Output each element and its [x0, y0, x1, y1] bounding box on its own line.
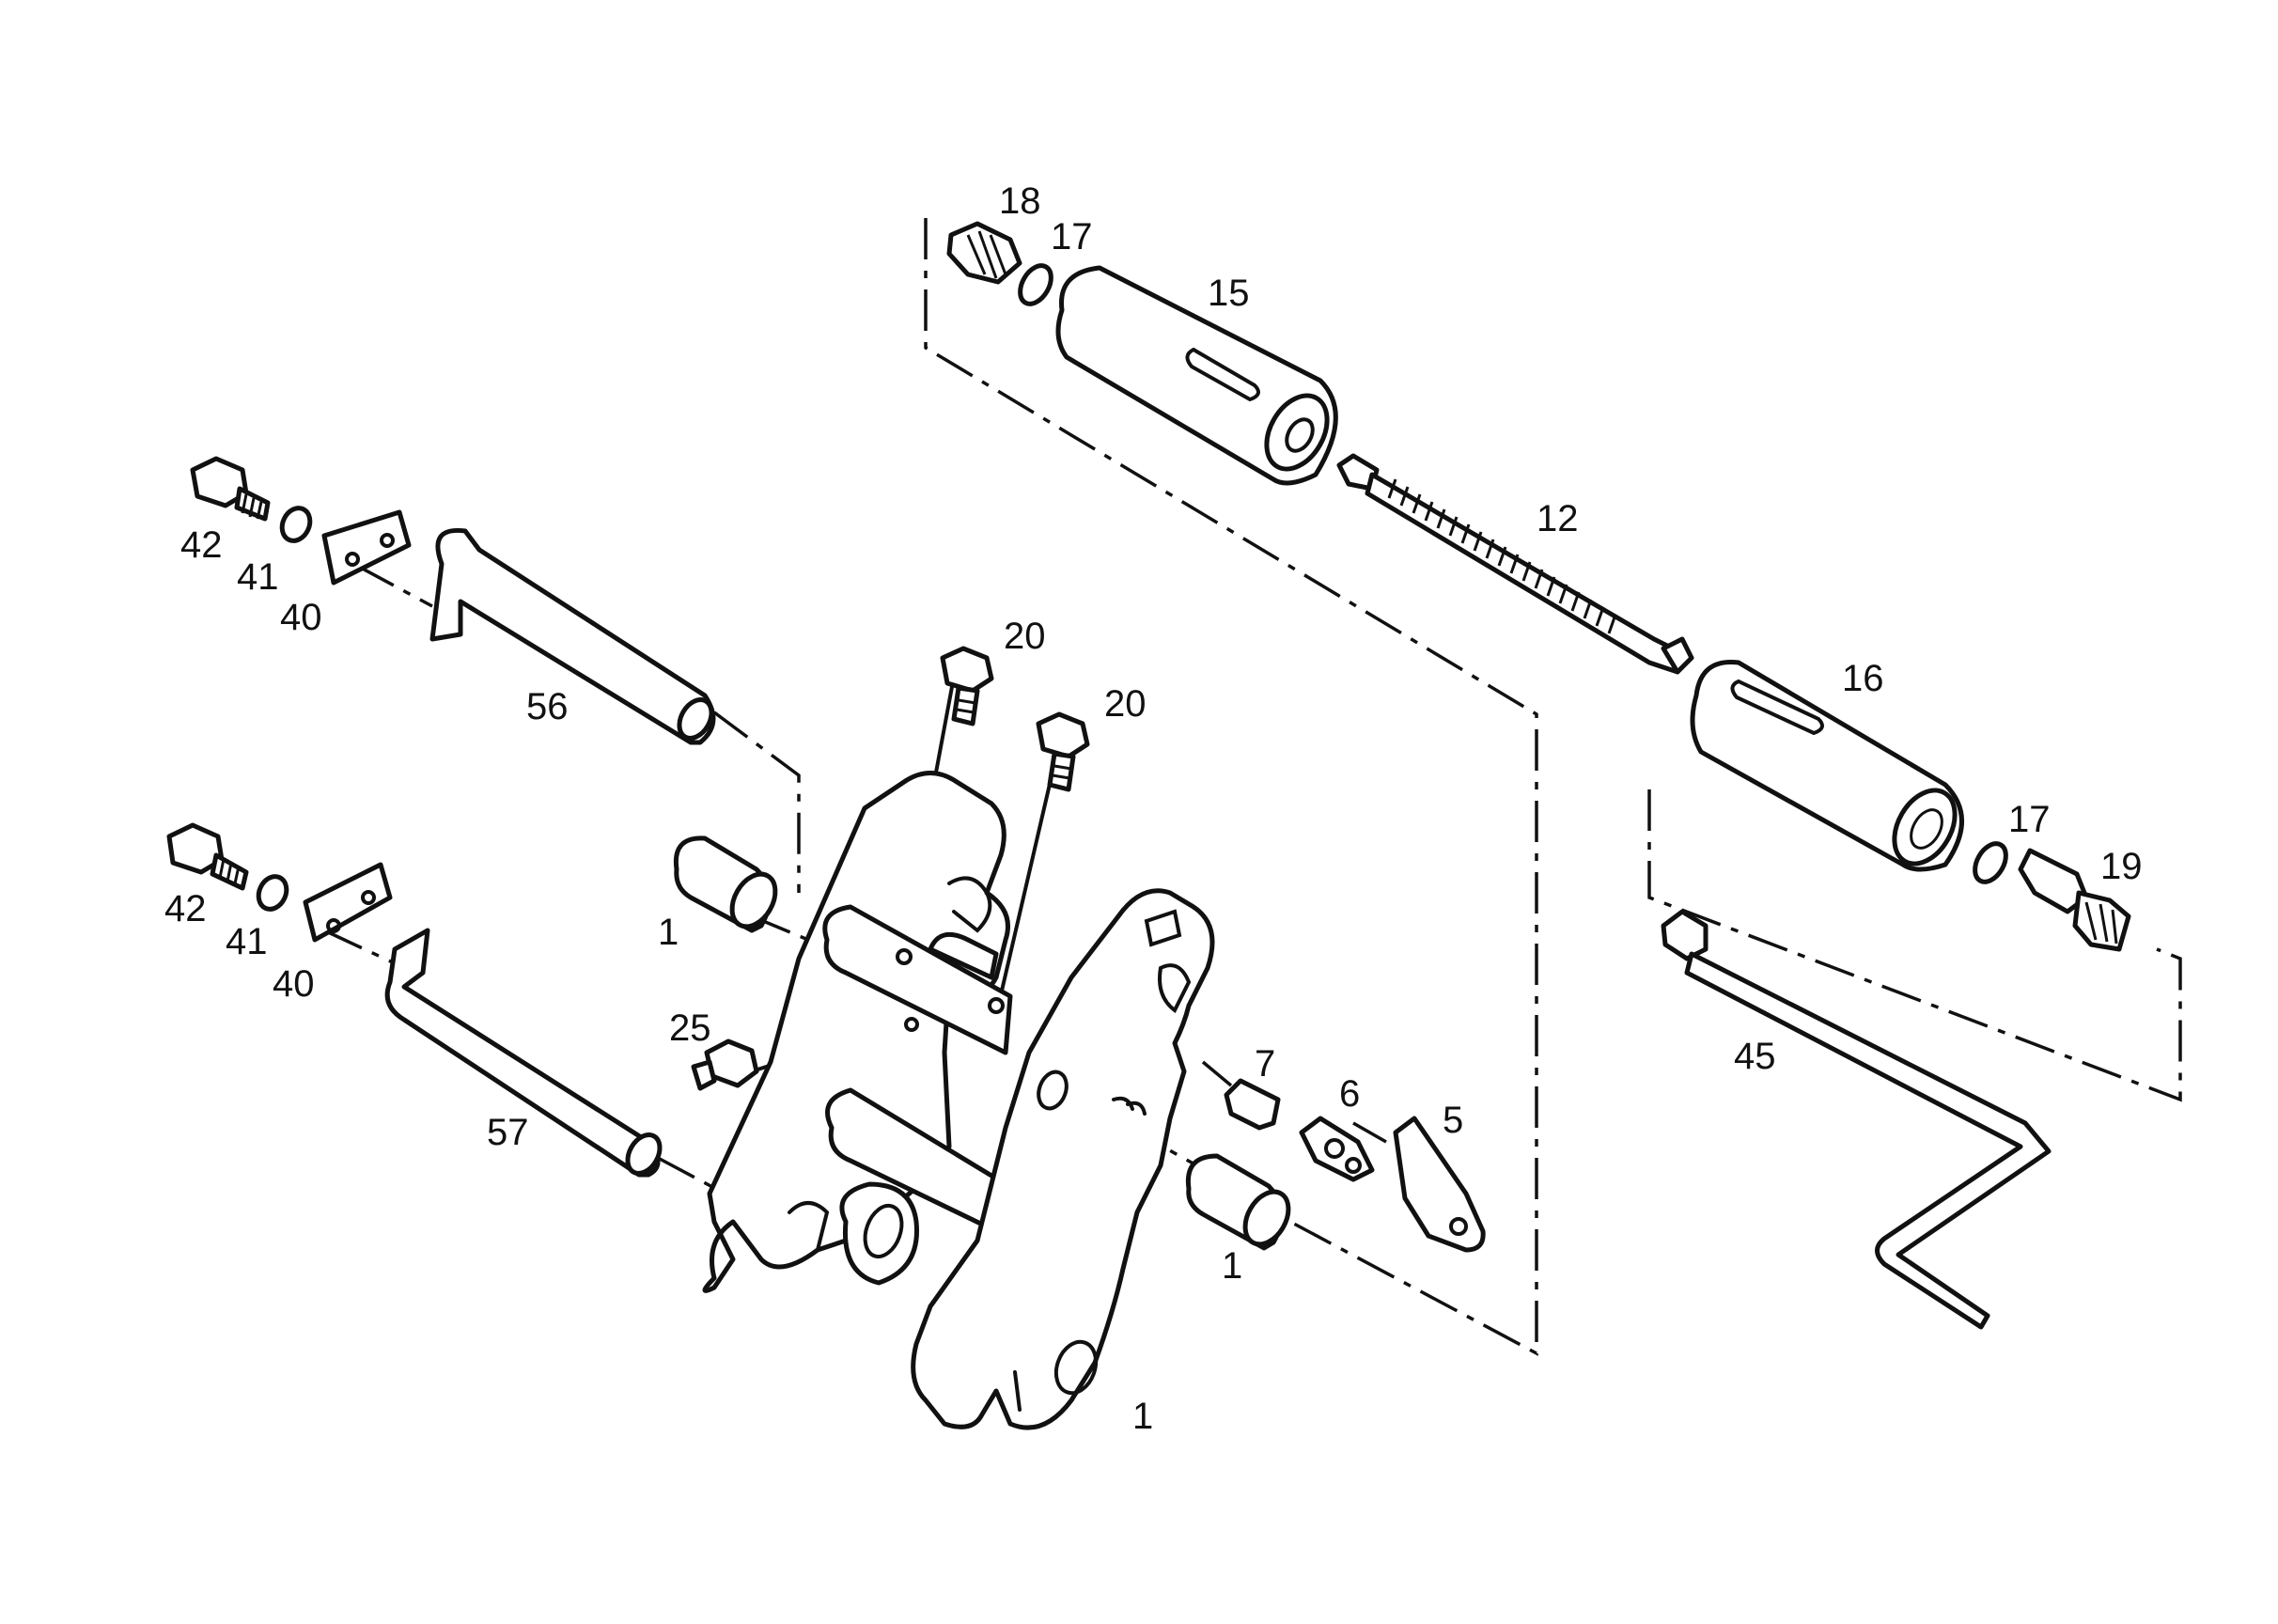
bracket-cross-tubes	[822, 904, 1013, 1286]
label-6: 6	[1339, 1073, 1360, 1115]
label-1-bracket: 1	[1132, 1396, 1153, 1437]
leader-40-top	[356, 564, 433, 608]
label-7: 7	[1255, 1043, 1275, 1085]
part-57-shaft	[384, 928, 663, 1178]
leader-upper-bracket	[924, 218, 1538, 1356]
label-40-top: 40	[280, 597, 322, 638]
part-56-shaft	[429, 527, 716, 745]
part-17-washer-top	[1018, 263, 1053, 306]
part-labels: 18 17 15 12 16 17 19 45 20 20 42 41 40 5…	[164, 180, 2143, 1437]
label-45: 45	[1734, 1036, 1776, 1077]
label-42-bottom: 42	[164, 888, 207, 929]
label-56: 56	[526, 686, 569, 727]
label-12: 12	[1537, 498, 1579, 539]
part-41-washer-bottom	[256, 874, 289, 912]
part-20-bolt-a	[940, 646, 994, 726]
label-16: 16	[1842, 658, 1884, 699]
label-41-bottom: 41	[226, 921, 268, 962]
part-5-lever	[1393, 1116, 1486, 1253]
part-18-plug	[946, 221, 1022, 285]
label-57: 57	[487, 1112, 529, 1153]
part-1-bushing-left	[673, 835, 778, 933]
leader-right-bracket	[1647, 789, 2182, 1102]
label-1-bushing-right: 1	[1222, 1245, 1242, 1287]
part-42-bolt-top	[190, 456, 271, 522]
leader-6-5	[1352, 1121, 1387, 1144]
leader-7	[1201, 1060, 1233, 1087]
leader-40-bottom	[323, 929, 396, 965]
part-41-washer-top	[279, 506, 313, 543]
part-45-crank-handle	[1661, 909, 2052, 1330]
part-1-bushing-right	[1185, 1153, 1291, 1251]
label-40-bottom: 40	[273, 963, 315, 1005]
part-6-latch	[1299, 1116, 1375, 1182]
leader-20b	[994, 778, 1053, 1017]
label-5: 5	[1443, 1100, 1463, 1141]
part-19-fitting	[2018, 848, 2131, 952]
part-25-grease-fitting	[691, 1038, 759, 1091]
part-15-sleeve	[1055, 265, 1338, 486]
part-20-bolt-b	[1036, 711, 1090, 792]
part-7-pin	[1224, 1078, 1281, 1131]
part-17-washer-bottom	[1973, 841, 2008, 884]
part-40-plate-bottom	[303, 862, 393, 943]
label-19: 19	[2100, 846, 2143, 887]
part-16-sleeve	[1690, 659, 1964, 872]
part-12-threaded-rod	[1336, 453, 1694, 675]
label-1-bushing-left: 1	[658, 912, 679, 953]
label-20-a: 20	[1004, 616, 1046, 657]
label-25: 25	[669, 1007, 711, 1049]
part-42-bolt-bottom	[166, 822, 249, 891]
label-41-top: 41	[237, 556, 279, 598]
label-18: 18	[999, 180, 1041, 222]
label-15: 15	[1208, 273, 1250, 314]
label-20-b: 20	[1104, 683, 1147, 725]
leader-56	[712, 710, 801, 893]
part-1-bracket-front	[911, 888, 1215, 1430]
label-17-top: 17	[1051, 216, 1093, 258]
label-17-bottom: 17	[2008, 799, 2051, 840]
part-40-plate-top	[321, 509, 412, 586]
label-42-top: 42	[180, 524, 223, 566]
